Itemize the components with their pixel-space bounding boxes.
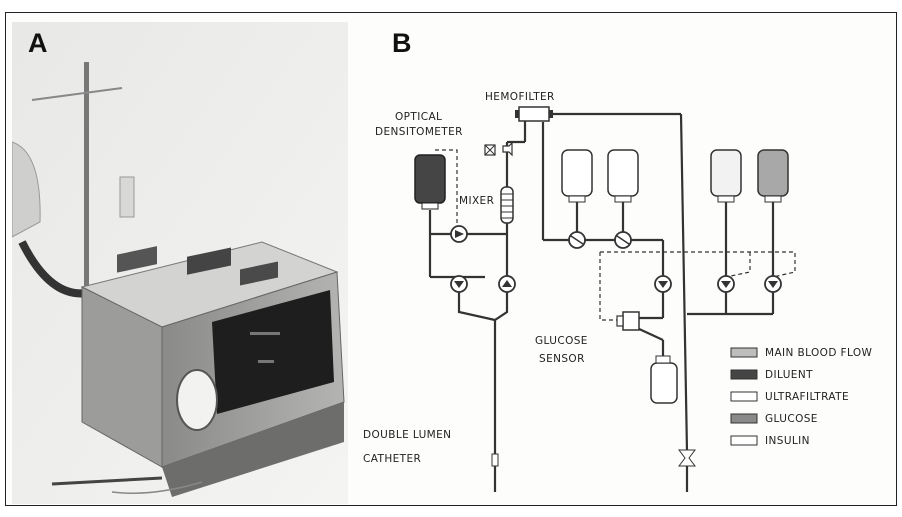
legend	[730, 347, 758, 446]
legend-label-ultrafiltrate: ULTRAFILTRATE	[765, 391, 849, 403]
densitometer-label: DENSITOMETER	[375, 126, 463, 138]
right-return-line	[679, 113, 689, 453]
legend-label-main-blood-flow: MAIN BLOOD FLOW	[765, 347, 873, 359]
panel-a-label: A	[28, 28, 48, 58]
hemofiltration-schematic: HEMOFILTER OPTICAL DENSITOMETER MIXER GL…	[363, 91, 873, 492]
mixer-coil	[500, 186, 514, 224]
legend-swatch-main-blood-flow	[730, 347, 758, 358]
glucose-sensor-label-1: GLUCOSE	[535, 335, 588, 347]
panel-b-label: B	[392, 28, 412, 58]
insulin-bottle	[710, 149, 742, 197]
collection-bottle	[650, 362, 678, 404]
glucose-sensor	[622, 311, 640, 331]
ultrafiltrate-bottle	[607, 149, 639, 197]
glucose-bottle	[757, 149, 789, 197]
legend-label-glucose: GLUCOSE	[765, 413, 818, 425]
mixer-label: MIXER	[459, 195, 494, 207]
glucose-sensor-label-2: SENSOR	[539, 353, 585, 365]
hemofilter-label: HEMOFILTER	[485, 91, 555, 103]
diluent-bottle	[414, 154, 446, 204]
legend-swatch-ultrafiltrate	[730, 391, 758, 402]
legend-label-insulin: INSULIN	[765, 435, 810, 447]
legend-swatch-insulin	[730, 435, 758, 446]
catheter-label-2: CATHETER	[363, 453, 421, 465]
catheter-label-1: DOUBLE LUMEN	[363, 429, 451, 441]
apparatus-photo	[12, 22, 348, 504]
legend-swatch-diluent	[730, 369, 758, 380]
legend-swatch-glucose	[730, 413, 758, 424]
legend-label-diluent: DILUENT	[765, 369, 813, 381]
optical-label: OPTICAL	[395, 111, 442, 123]
hemofilter-cartridge	[518, 106, 550, 122]
ultrafiltrate-bottle	[561, 149, 593, 197]
